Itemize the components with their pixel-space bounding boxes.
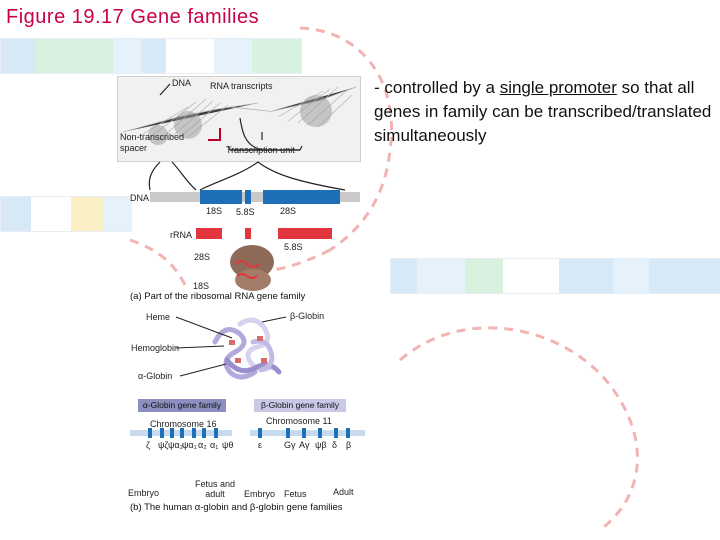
micro-rna-transcripts-label: RNA transcripts (210, 81, 273, 91)
hemoglobin-label: Hemoglobin (131, 343, 180, 353)
rrna-18s (196, 228, 222, 239)
ribosome-28s-label: 28S (194, 252, 211, 262)
chromosome-11-label: Chromosome 11 (266, 416, 332, 426)
beta-gene-psi-beta: ψβ (315, 440, 327, 450)
beta-stage-embryo: Embryo (244, 489, 276, 499)
alpha-gene-psi-theta: ψθ (222, 440, 234, 450)
hemoglobin-illustration (212, 317, 282, 380)
side-note-suffix: so that all genes in family can be trans… (374, 78, 712, 145)
bg-strip-right (390, 258, 720, 294)
part-b-caption: (b) The human α-globin and β-globin gene… (130, 502, 343, 513)
alpha-globin-label: α-Globin (138, 371, 173, 381)
beta-globin-label: β-Globin (290, 311, 325, 321)
beta-gene-beta: β (346, 440, 352, 450)
side-note-prefix: - controlled by a (374, 78, 500, 97)
side-note: - controlled by a single promoter so tha… (374, 76, 720, 148)
alpha-gene-psi-alpha1: ψα₁ (182, 440, 197, 450)
rrna-28s (278, 228, 332, 239)
alpha-gene-alpha2: α₂ (198, 440, 207, 450)
alpha-family-box: α-Globin gene family (138, 399, 226, 412)
bg-strip-left (0, 196, 132, 232)
beta-stage-adult: Adult (333, 487, 354, 497)
gene-28s (263, 190, 340, 204)
alpha-stage-fetus-adult: Fetus and adult (194, 479, 236, 499)
ribosome-58s-label: 5.8S (284, 242, 303, 252)
rrna-58s (245, 228, 251, 239)
rdna-strip (150, 190, 360, 204)
gene-28s-label: 28S (280, 206, 297, 216)
micro-spacer-label: Non-transcribed spacer (120, 132, 185, 153)
chromosome-strips (130, 428, 365, 438)
micro-dna-label: DNA (172, 78, 192, 88)
heme-label: Heme (146, 312, 171, 322)
bg-strip-top (0, 38, 302, 74)
alpha-gene-alpha1: α₁ (210, 440, 219, 450)
side-note-emphasis: single promoter (499, 78, 617, 97)
slide-title: Figure 19.17 Gene families (6, 6, 260, 28)
gene-18s (200, 190, 242, 204)
micrograph-texture (122, 86, 357, 145)
dna-strip-label: DNA (130, 193, 150, 203)
rrna-label: rRNA (170, 230, 192, 240)
beta-stage-fetus: Fetus (284, 489, 307, 499)
chromosome-16-label: Chromosome 16 (150, 419, 217, 429)
gene-18s-label: 18S (206, 206, 223, 216)
beta-gene-epsilon: ε (258, 440, 263, 450)
rna-micrograph (117, 76, 361, 162)
alpha-gene-psi-zeta: ψζ (158, 440, 169, 450)
ribosome-18s-label: 18S (193, 281, 210, 291)
beta-gene-a-gamma: Aγ (299, 440, 310, 450)
rrna-products (196, 228, 332, 239)
part-a-caption: (a) Part of the ribosomal RNA gene famil… (130, 291, 306, 302)
beta-gene-g-gamma: Gγ (284, 440, 296, 450)
alpha-stage-embryo: Embryo (128, 488, 160, 498)
alpha-gene-psi-alpha2: ψα₂ (168, 440, 184, 450)
alpha-gene-zeta: ζ (146, 440, 150, 450)
gene-58s-label: 5.8S (236, 207, 255, 217)
gene-58s (245, 190, 251, 204)
beta-gene-delta: δ (332, 440, 338, 450)
beta-family-box: β-Globin gene family (254, 399, 346, 412)
ribosome-illustration (230, 245, 274, 291)
